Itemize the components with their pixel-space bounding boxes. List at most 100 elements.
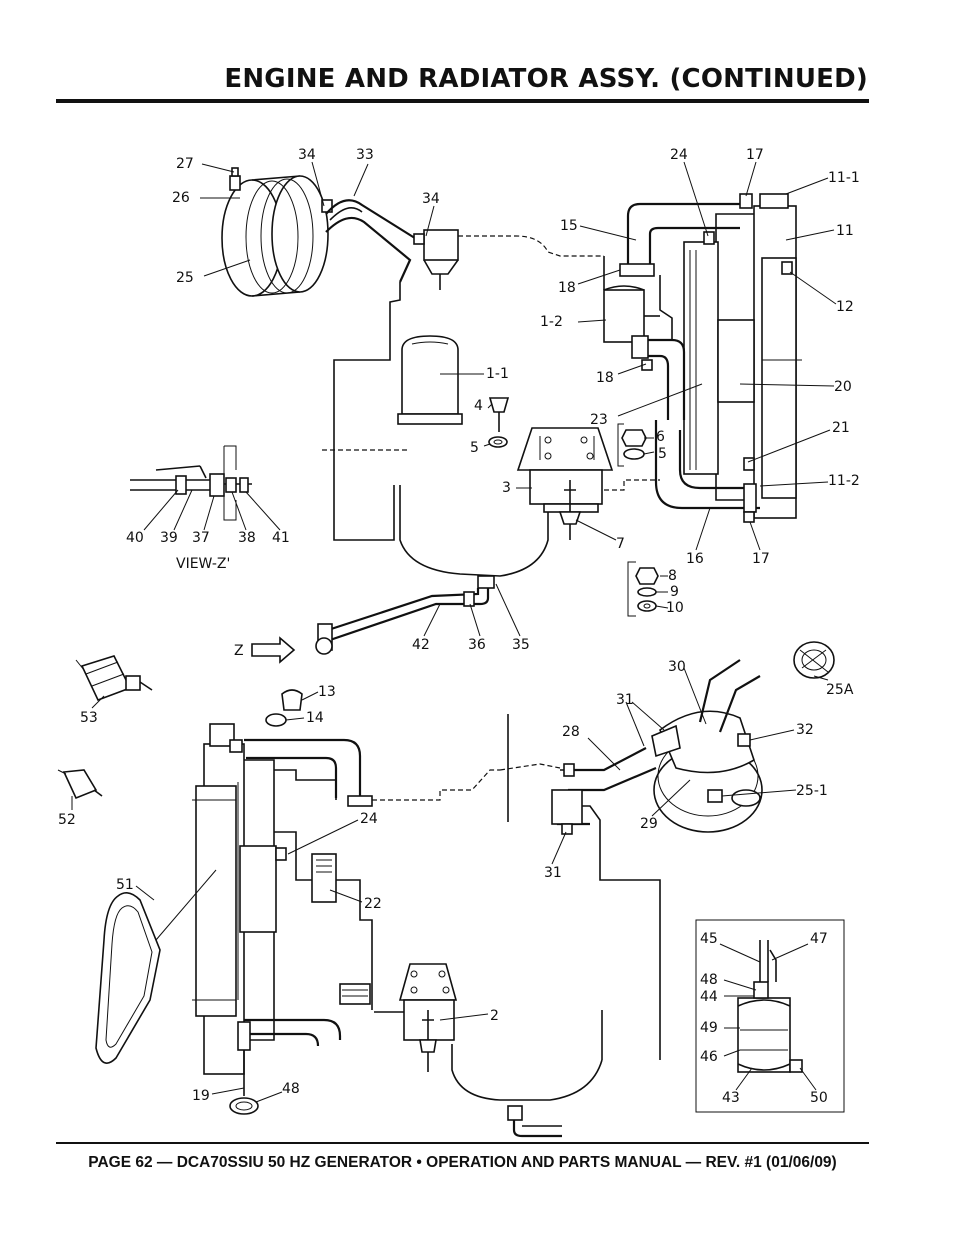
callout-37: 37 (192, 530, 210, 546)
callout-11: 11 (836, 223, 854, 239)
callout-3: 3 (502, 480, 511, 496)
callout-24b: 24 (360, 811, 378, 827)
callout-1-2: 1-2 (540, 314, 563, 330)
callout-14: 14 (306, 710, 324, 726)
callout-30: 30 (668, 659, 686, 675)
callout-11-2: 11-2 (828, 473, 860, 489)
callout-23: 23 (590, 412, 608, 428)
callout-4: 4 (474, 398, 483, 414)
callout-33: 33 (356, 147, 374, 163)
callout-15: 15 (560, 218, 578, 234)
fuel-filter-1-2 (603, 285, 660, 343)
callout-50: 50 (810, 1090, 828, 1106)
callout-25: 25 (176, 270, 194, 286)
header-rule (56, 99, 869, 103)
engine-mount-bracket-3 (516, 427, 614, 540)
callout-20: 20 (834, 379, 852, 395)
callout-40: 40 (126, 530, 144, 546)
callout-29: 29 (640, 816, 658, 832)
engine-block-outline-bottom (274, 714, 661, 1101)
engine-mount-bracket-2 (398, 963, 458, 1072)
oil-drain-bottom (507, 1105, 562, 1138)
callout-26: 26 (172, 190, 190, 206)
callout-22: 22 (364, 896, 382, 912)
callout-48b: 48 (282, 1081, 300, 1097)
sensor-52 (57, 769, 103, 800)
callout-44: 44 (700, 989, 718, 1005)
callout-19: 19 (192, 1088, 210, 1104)
callout-8: 8 (668, 568, 677, 584)
view-z-label: VIEW-Z' (176, 556, 230, 572)
callout-35: 35 (512, 637, 530, 653)
callout-45: 45 (700, 931, 718, 947)
lower-hose-16-pipe-23 (631, 335, 760, 523)
callout-18a: 18 (558, 280, 576, 296)
callout-39: 39 (160, 530, 178, 546)
callout-34a: 34 (298, 147, 316, 163)
callout-41: 41 (272, 530, 290, 546)
intake-hose-33 (325, 199, 419, 283)
vent-cup-34 (413, 229, 459, 290)
callout-z: Z (234, 643, 244, 659)
hose-clamp-48 (229, 1097, 259, 1115)
callout-51: 51 (116, 877, 134, 893)
callout-18b: 18 (596, 370, 614, 386)
footer-rule (56, 1142, 869, 1144)
callout-11-1: 11-1 (828, 170, 860, 186)
callout-1-1: 1-1 (486, 366, 509, 382)
callout-6: 6 (656, 429, 665, 445)
callout-17a: 17 (746, 147, 764, 163)
radiator-11-top (683, 193, 802, 519)
callout-31a: 31 (616, 692, 634, 708)
air-cleaner-25 (221, 167, 333, 297)
sensor-53 (75, 655, 153, 702)
callout-17b: 17 (752, 551, 770, 567)
callout-16: 16 (686, 551, 704, 567)
callout-38: 38 (238, 530, 256, 546)
air-cleaner-30 (651, 659, 763, 833)
callout-labels: 27 26 25 34 33 34 24 17 11-1 11 15 18 12… (58, 147, 860, 1106)
filter-element-25a (793, 641, 835, 679)
callout-9: 9 (670, 584, 679, 600)
radiator-bottom-left (192, 723, 287, 1075)
bolt-4-washer-5 (488, 397, 510, 448)
upper-hose-bottom (244, 738, 500, 807)
callout-27: 27 (176, 156, 194, 172)
callout-5b: 5 (658, 446, 667, 462)
callout-28: 28 (562, 724, 580, 740)
callout-25-1: 25-1 (796, 783, 828, 799)
callout-36: 36 (468, 637, 486, 653)
callout-49: 49 (700, 1020, 718, 1036)
reservoir-tank-inset (695, 919, 845, 1113)
engine-block-outline-top (322, 235, 673, 577)
upper-hose-15 (619, 193, 753, 277)
drain-valve-view-z (130, 445, 252, 521)
callout-42: 42 (412, 637, 430, 653)
oil-filter-1-1 (397, 335, 463, 425)
callout-12: 12 (836, 299, 854, 315)
callout-5a: 5 (470, 440, 479, 456)
callout-47: 47 (810, 931, 828, 947)
callout-21: 21 (832, 420, 850, 436)
callout-32: 32 (796, 722, 814, 738)
callout-52: 52 (58, 812, 76, 828)
callout-48a: 48 (700, 972, 718, 988)
fan-belt-51 (95, 892, 161, 1064)
sight-gauge-22 (311, 853, 371, 1005)
callout-31b: 31 (544, 865, 562, 881)
callout-25a: 25A (826, 682, 854, 698)
intake-hose-28 (551, 747, 657, 835)
nut-washer-set-6-5 (617, 423, 647, 467)
callout-24a: 24 (670, 147, 688, 163)
view-z-arrow (251, 636, 296, 664)
callout-53: 53 (80, 710, 98, 726)
callout-34b: 34 (422, 191, 440, 207)
oil-drain-pipe-42 (315, 575, 495, 655)
page-footer: PAGE 62 — DCA70SSIU 50 HZ GENERATOR • OP… (88, 1154, 837, 1171)
callout-7: 7 (616, 536, 625, 552)
callout-2: 2 (490, 1008, 499, 1024)
nut-washer-set-8-9-10 (627, 561, 659, 617)
callout-13: 13 (318, 684, 336, 700)
page-title: ENGINE AND RADIATOR ASSY. (CONTINUED) (224, 64, 868, 94)
